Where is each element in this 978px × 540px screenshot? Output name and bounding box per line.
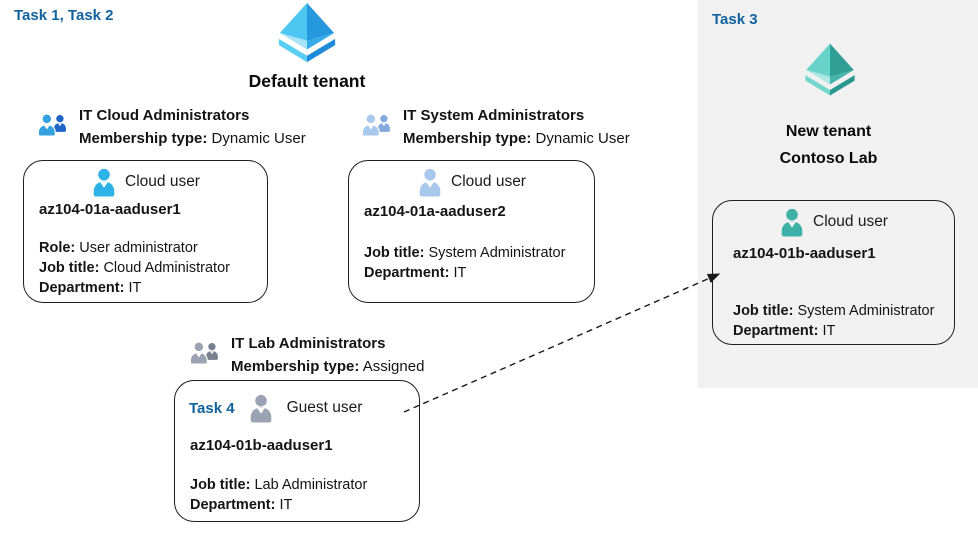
attr-label: Job title: — [39, 260, 100, 276]
group-it-lab-administrators: IT Lab Administrators Membership type: A… — [188, 332, 424, 378]
attr-value: IT — [453, 265, 467, 281]
user-card-aaduser2: Cloud user az104-01a-aaduser2 Job title:… — [348, 160, 595, 303]
user-name: az104-01a-aaduser2 — [364, 203, 506, 220]
guest-user-card: Task 4 Guest user az104-01b-aaduser1 Job… — [174, 380, 420, 522]
attr-value: System Administrator — [428, 245, 566, 261]
tenant-face-top-right — [307, 2, 335, 41]
attr-department: Department: IT — [39, 278, 230, 298]
membership-type-label: Membership type: — [231, 358, 360, 375]
user-attributes: Job title: Lab Administrator Department:… — [190, 475, 367, 515]
attr-department: Department: IT — [733, 321, 934, 341]
new-tenant-user-card: Cloud user az104-01b-aaduser1 Job title:… — [712, 200, 955, 345]
tenant-face-bottom-left — [279, 33, 307, 50]
user-attributes: Job title: System Administrator Departme… — [733, 301, 934, 341]
new-tenant-icon — [805, 43, 855, 96]
attr-label: Department: — [733, 323, 819, 339]
group-it-cloud-administrators: IT Cloud Administrators Membership type:… — [36, 104, 306, 150]
guest-user-icon — [250, 394, 271, 423]
attr-label: Department: — [190, 497, 276, 513]
attr-value: IT — [822, 323, 836, 339]
attr-value: Cloud Administrator — [103, 260, 230, 276]
new-tenant-title: New tenant Contoso Lab — [726, 118, 931, 172]
azure-ad-tenant-icon — [278, 2, 336, 63]
tenant-rim-left — [278, 38, 307, 63]
user-type-label: Guest user — [286, 399, 363, 416]
attr-value: IT — [279, 497, 293, 513]
task-3-label: Task 3 — [712, 11, 758, 28]
tenant-face-bottom-right — [307, 33, 335, 50]
attr-value: IT — [128, 280, 142, 296]
tenant-rim-right — [307, 38, 336, 63]
attr-label: Job title: — [364, 245, 425, 261]
attr-label: Department: — [364, 265, 450, 281]
tenant-rim-right — [830, 75, 855, 96]
attr-job-title: Job title: Lab Administrator — [190, 475, 367, 495]
attr-department: Department: IT — [364, 263, 565, 283]
task-1-2-label: Task 1, Task 2 — [14, 7, 114, 24]
cloud-user-icon — [419, 168, 441, 197]
tenant-face-top-right — [830, 43, 854, 77]
attr-department: Department: IT — [190, 495, 367, 515]
group-icon — [189, 341, 218, 365]
user-type-label: Cloud user — [125, 173, 200, 190]
membership-type-label: Membership type: — [403, 130, 532, 147]
cloud-user-icon — [93, 168, 115, 197]
user-type-label: Cloud user — [813, 213, 888, 230]
user-type-label: Cloud user — [451, 173, 526, 190]
card-header: Cloud user — [24, 167, 267, 197]
membership-type-value: Dynamic User — [211, 130, 306, 147]
task-4-label: Task 4 — [189, 399, 235, 417]
card-header: Task 4 Guest user — [175, 393, 419, 423]
user-name: az104-01b-aaduser1 — [190, 437, 333, 454]
membership-type-value: Dynamic User — [535, 130, 630, 147]
group-icon — [361, 113, 390, 137]
attr-value: Lab Administrator — [254, 477, 368, 493]
tenant-face-top-left — [279, 2, 307, 41]
attr-label: Role: — [39, 240, 76, 256]
membership-type-value: Assigned — [362, 358, 425, 375]
card-header: Cloud user — [349, 167, 594, 197]
group-icon — [37, 113, 66, 137]
membership-type-label: Membership type: — [79, 130, 208, 147]
attr-value: User administrator — [79, 240, 198, 256]
attr-job-title: Job title: System Administrator — [733, 301, 934, 321]
user-attributes: Role: User administrator Job title: Clou… — [39, 238, 230, 298]
user-card-aaduser1: Cloud user az104-01a-aaduser1 Role: User… — [23, 160, 268, 303]
group-name: IT System Administrators — [403, 107, 585, 124]
group-it-system-administrators: IT System Administrators Membership type… — [360, 104, 630, 150]
user-attributes: Job title: System Administrator Departme… — [364, 243, 565, 283]
attr-label: Job title: — [733, 303, 794, 319]
card-header: Cloud user — [713, 207, 954, 237]
attr-role: Role: User administrator — [39, 238, 230, 258]
default-tenant-title: Default tenant — [248, 71, 366, 91]
new-tenant-title-line1: New tenant — [785, 123, 872, 140]
new-tenant-title-line2: Contoso Lab — [779, 150, 878, 167]
attr-label: Job title: — [190, 477, 251, 493]
group-name: IT Cloud Administrators — [79, 107, 250, 124]
user-name: az104-01b-aaduser1 — [733, 245, 876, 262]
attr-job-title: Job title: System Administrator — [364, 243, 565, 263]
group-name: IT Lab Administrators — [231, 335, 386, 352]
tenant-face-top-left — [806, 43, 830, 77]
group-membership: Membership type: Assigned — [231, 355, 424, 378]
cloud-user-icon — [781, 208, 803, 237]
attr-label: Department: — [39, 280, 125, 296]
attr-value: System Administrator — [797, 303, 935, 319]
group-membership: Membership type: Dynamic User — [403, 127, 630, 150]
group-membership: Membership type: Dynamic User — [79, 127, 306, 150]
tenant-rim-left — [805, 75, 830, 96]
user-name: az104-01a-aaduser1 — [39, 201, 181, 218]
attr-job-title: Job title: Cloud Administrator — [39, 258, 230, 278]
